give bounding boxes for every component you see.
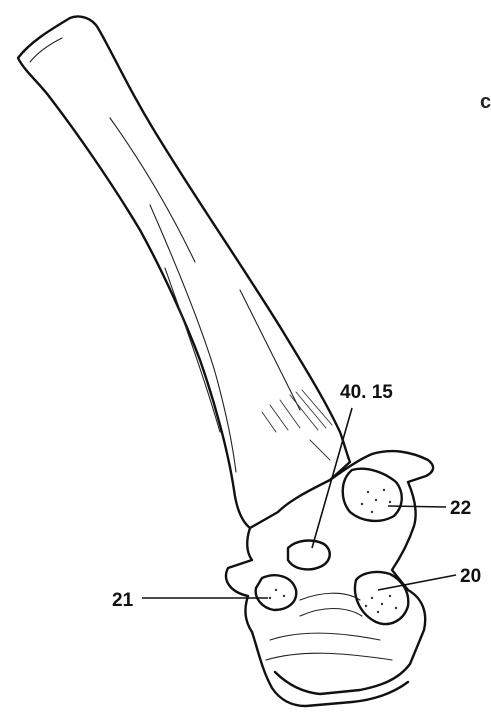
edge-mark: c (480, 91, 491, 113)
label-22: 22 (450, 498, 471, 519)
spinous-process (18, 16, 350, 528)
leader-20 (378, 575, 456, 590)
label-20: 20 (460, 566, 481, 587)
label-21: 21 (112, 590, 134, 611)
process-hatching (262, 390, 332, 460)
leader-22 (388, 506, 446, 507)
label-canal: 40. 15 (340, 382, 393, 403)
